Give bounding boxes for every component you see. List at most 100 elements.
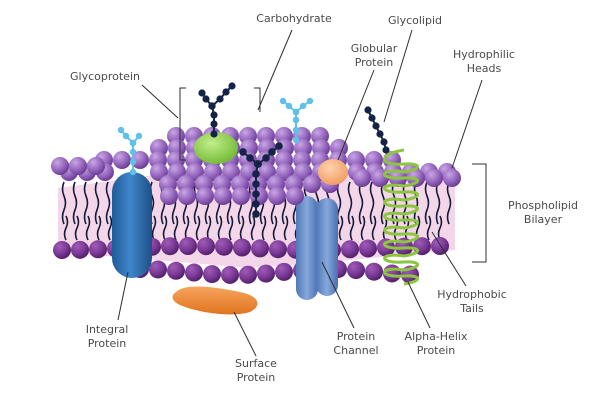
sugar-bead xyxy=(202,95,210,103)
lower-head xyxy=(347,261,365,280)
label-hydrophobic-tails-line2: Tails xyxy=(460,302,484,315)
sugar-bead xyxy=(364,106,372,114)
globular-protein-shape xyxy=(318,159,348,185)
label-carbohydrate: Carbohydrate xyxy=(256,12,332,25)
label-phospholipid-bilayer: Phospholipid Bilayer xyxy=(508,199,578,227)
sugar-bead xyxy=(129,168,137,176)
upper-head xyxy=(51,157,69,175)
sugar-bead xyxy=(268,148,276,156)
light-carbohydrate-left-branch2 xyxy=(129,132,143,147)
tail-line xyxy=(272,215,278,241)
label-alpha-helix-protein-line1: Alpha-Helix xyxy=(404,330,468,343)
label-surface-protein-line1: Surface xyxy=(235,357,277,370)
sugar-bead xyxy=(368,114,376,122)
label-hydrophilic-heads: Hydrophilic Heads xyxy=(453,48,515,76)
sugar-bead xyxy=(239,148,247,156)
upper-head xyxy=(113,151,131,169)
sugar-bead xyxy=(382,146,390,154)
tail-line xyxy=(228,215,234,241)
leader-glycolipid xyxy=(383,29,413,123)
lower-head xyxy=(167,261,185,280)
tail-line xyxy=(446,181,452,225)
sugar-bead xyxy=(246,154,254,162)
sugar-bead xyxy=(380,138,388,146)
tail-line xyxy=(193,181,199,225)
sugar-bead xyxy=(262,154,270,162)
label-glycolipid: Glycolipid xyxy=(387,14,443,27)
tail-line xyxy=(96,215,102,241)
tail-line xyxy=(83,181,89,225)
sugar-bead xyxy=(129,148,137,156)
tail-line xyxy=(371,215,377,241)
lower-head xyxy=(215,237,233,256)
leader-alpha-helix-protein xyxy=(407,281,431,329)
sugar-bead xyxy=(279,97,287,105)
sugar-bead xyxy=(292,126,300,134)
label-alpha-helix-protein: Alpha-Helix Protein xyxy=(405,330,468,358)
channel-lobe xyxy=(296,196,318,300)
label-globular-protein: Globular Protein xyxy=(351,42,398,70)
tail-line xyxy=(184,215,190,241)
sugar-bead xyxy=(222,88,230,96)
upper-head xyxy=(425,169,443,187)
sugar-bead xyxy=(228,82,236,90)
label-phospholipid-bilayer-line1: Phospholipid xyxy=(508,199,578,212)
glycoprotein-globule xyxy=(194,132,238,164)
lower-head xyxy=(431,237,449,256)
tail-line xyxy=(162,215,168,241)
upper-head xyxy=(178,187,196,205)
upper-head xyxy=(443,169,461,187)
surface-protein-shape xyxy=(172,286,258,315)
upper-head xyxy=(214,187,232,205)
sugar-bead xyxy=(117,126,125,134)
lower-head xyxy=(221,265,239,284)
glycoprotein-bracket-right xyxy=(254,87,261,112)
leader-glycoprotein xyxy=(141,84,179,119)
tail-line xyxy=(338,215,344,241)
label-integral-protein: Integral Protein xyxy=(86,323,129,351)
tail-line xyxy=(435,181,441,225)
protein-channel-shape xyxy=(296,196,338,300)
tail-line xyxy=(347,181,353,225)
tail-line xyxy=(94,181,100,225)
sugar-bead xyxy=(292,108,300,116)
lower-head xyxy=(257,264,275,283)
sugar-bead xyxy=(372,122,380,130)
upper-head xyxy=(232,187,250,205)
sugar-bead xyxy=(254,160,262,168)
lower-head xyxy=(179,237,197,256)
glycolipid-carbohydrate xyxy=(364,106,390,154)
carbohydrate-chain-right xyxy=(254,142,283,168)
sugar-bead xyxy=(135,132,143,140)
leader-surface-protein xyxy=(233,311,257,357)
tail-line xyxy=(283,215,289,241)
label-hydrophilic-heads-line2: Heads xyxy=(466,62,502,75)
lower-head xyxy=(341,240,359,259)
label-glycoprotein: Glycoprotein xyxy=(70,70,140,83)
lower-head xyxy=(239,265,257,284)
sugar-bead xyxy=(252,180,260,188)
sugar-bead xyxy=(292,116,300,124)
label-protein-channel: Protein Channel xyxy=(333,330,378,358)
tail-line xyxy=(107,215,113,241)
tail-line xyxy=(426,215,432,241)
lower-head xyxy=(365,262,383,281)
sugar-bead xyxy=(299,102,307,110)
tail-line xyxy=(206,215,212,241)
sugar-bead xyxy=(210,130,218,138)
upper-head xyxy=(353,169,371,187)
lower-head xyxy=(161,237,179,256)
lower-head xyxy=(53,240,71,259)
upper-head xyxy=(131,151,149,169)
tail-line xyxy=(391,181,397,225)
sugar-bead xyxy=(122,132,130,140)
sugar-bead xyxy=(376,130,384,138)
tail-line xyxy=(349,215,355,241)
upper-head xyxy=(87,157,105,175)
tail-line xyxy=(217,215,223,241)
upper-head xyxy=(196,187,214,205)
leader-carbohydrate xyxy=(257,29,293,111)
sugar-bead xyxy=(252,170,260,178)
lower-head xyxy=(197,237,215,256)
